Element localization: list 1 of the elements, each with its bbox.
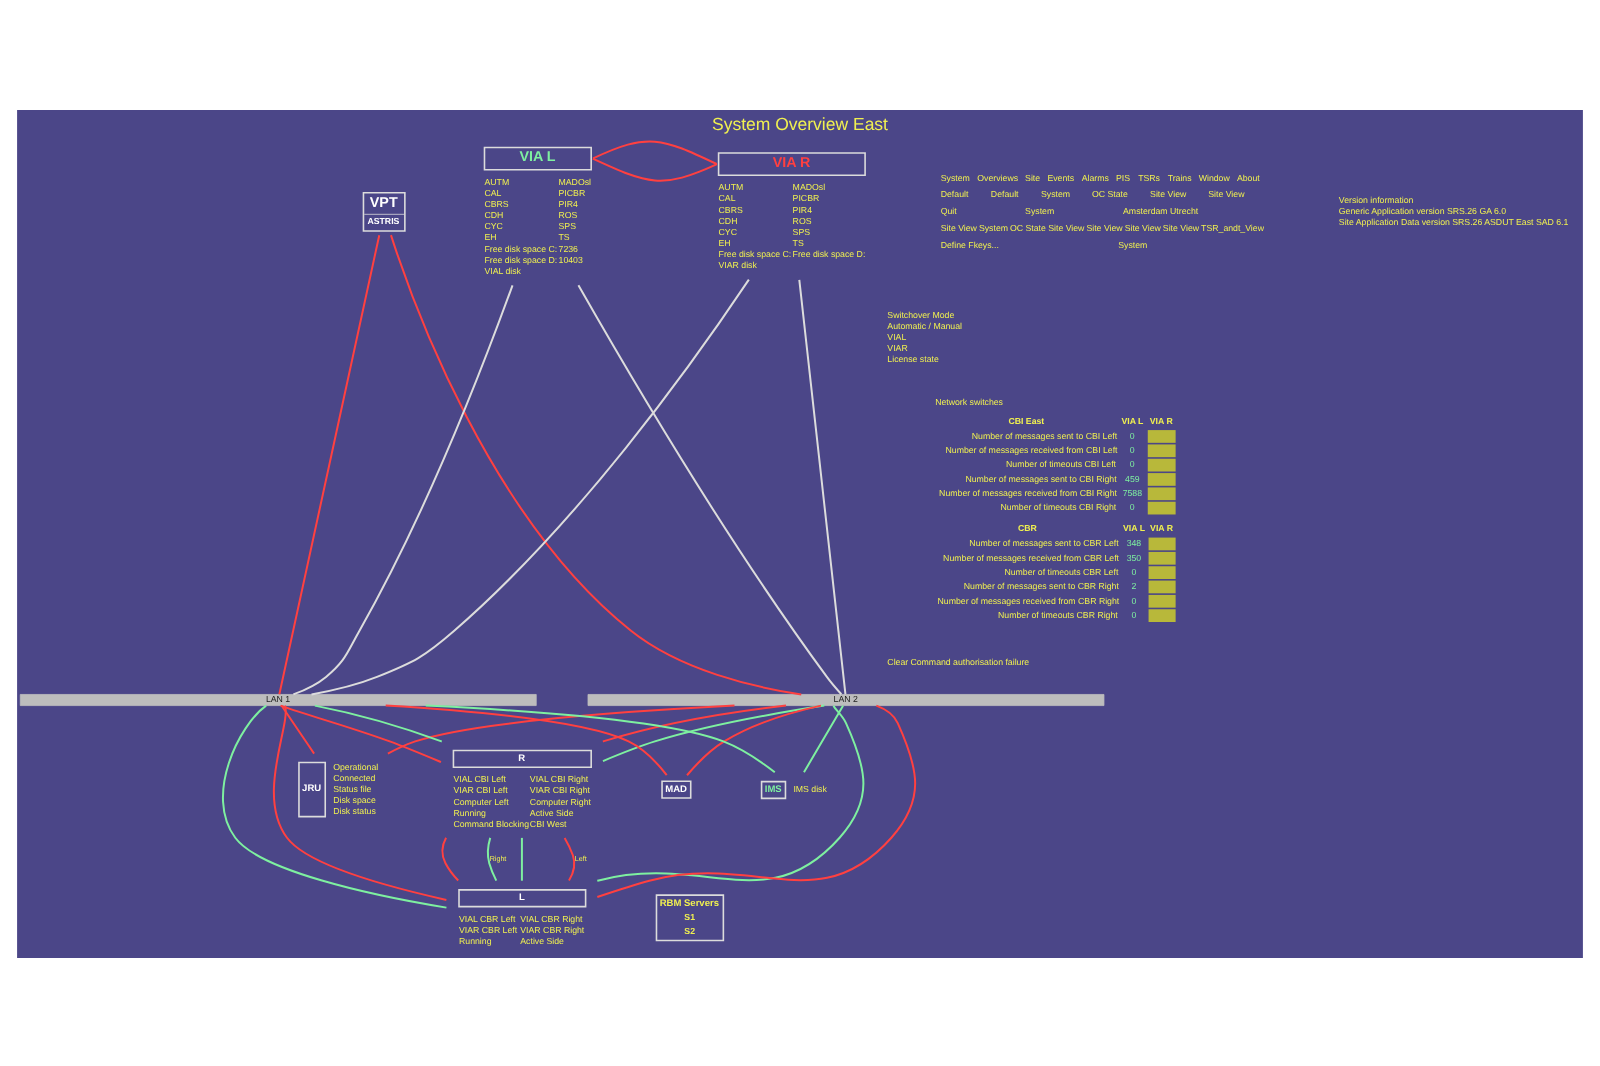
diagram-title: System Overview East: [711, 113, 889, 134]
